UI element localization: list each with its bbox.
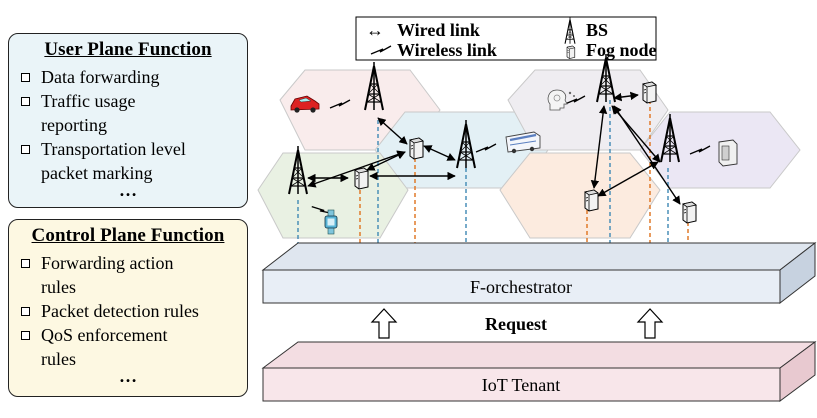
fog-node-icon-5 [682, 201, 697, 224]
legend-box [355, 16, 657, 61]
fog-node-icon-4 [584, 189, 599, 212]
user-plane-item-transportation: Transportation level [19, 137, 247, 161]
f-orchestrator-slab: F-orchestrator [261, 241, 817, 305]
car-icon [290, 95, 320, 113]
bus-icon [505, 131, 541, 154]
request-label: Request [485, 314, 547, 334]
legend-bs-label: BS [586, 20, 608, 40]
iot-tenant-slab: IoT Tenant [261, 341, 817, 402]
watch-icon [324, 209, 338, 235]
control-plane-item-qos: QoS enforcement [19, 323, 247, 347]
fog-node-icon-3 [642, 81, 657, 104]
control-plane-panel: Control Plane Function Forwarding action… [8, 219, 248, 397]
fog-node-icon-1 [409, 137, 424, 160]
user-plane-item-packet-marking: packet marking [41, 163, 153, 183]
request-arrows [370, 308, 664, 339]
up-arrow-right-icon [636, 308, 664, 339]
control-plane-ellipsis: … [119, 366, 137, 386]
legend: ↔ Wired link Wireless link BS Fog node [355, 16, 657, 61]
control-plane-item-forwarding-rules: rules [41, 277, 76, 297]
user-plane-item-data-forwarding: Data forwarding [19, 65, 247, 89]
up-arrow-left-icon [370, 308, 398, 339]
wired-links [307, 91, 681, 205]
fog-node-icon-2 [354, 167, 369, 190]
legend-wired-label: Wired link [397, 20, 480, 40]
control-plane-item-qos-rules: rules [41, 349, 76, 369]
control-plane-title: Control Plane Function [31, 225, 225, 246]
user-plane-ellipsis: … [119, 180, 137, 200]
user-plane-item-reporting: reporting [41, 115, 107, 135]
legend-wireless-label: Wireless link [397, 40, 497, 60]
wired-link-symbol: ↔ [366, 20, 384, 40]
legend-fog-label: Fog node [586, 40, 657, 60]
user-plane-item-traffic-usage: Traffic usage [19, 89, 247, 113]
f-orchestrator-label: F-orchestrator [470, 277, 572, 297]
kiosk-icon [718, 139, 738, 167]
cell-orange [499, 152, 661, 239]
control-plane-item-packet-detection: Packet detection rules [19, 299, 247, 323]
control-plane-item-forwarding: Forwarding action [19, 251, 247, 275]
iot-tenant-label: IoT Tenant [482, 375, 561, 395]
user-plane-title: User Plane Function [44, 39, 212, 60]
user-plane-panel: User Plane Function Data forwarding Traf… [8, 33, 248, 208]
head-sensor-icon [547, 89, 575, 111]
fog-node-legend-icon [566, 45, 576, 59]
